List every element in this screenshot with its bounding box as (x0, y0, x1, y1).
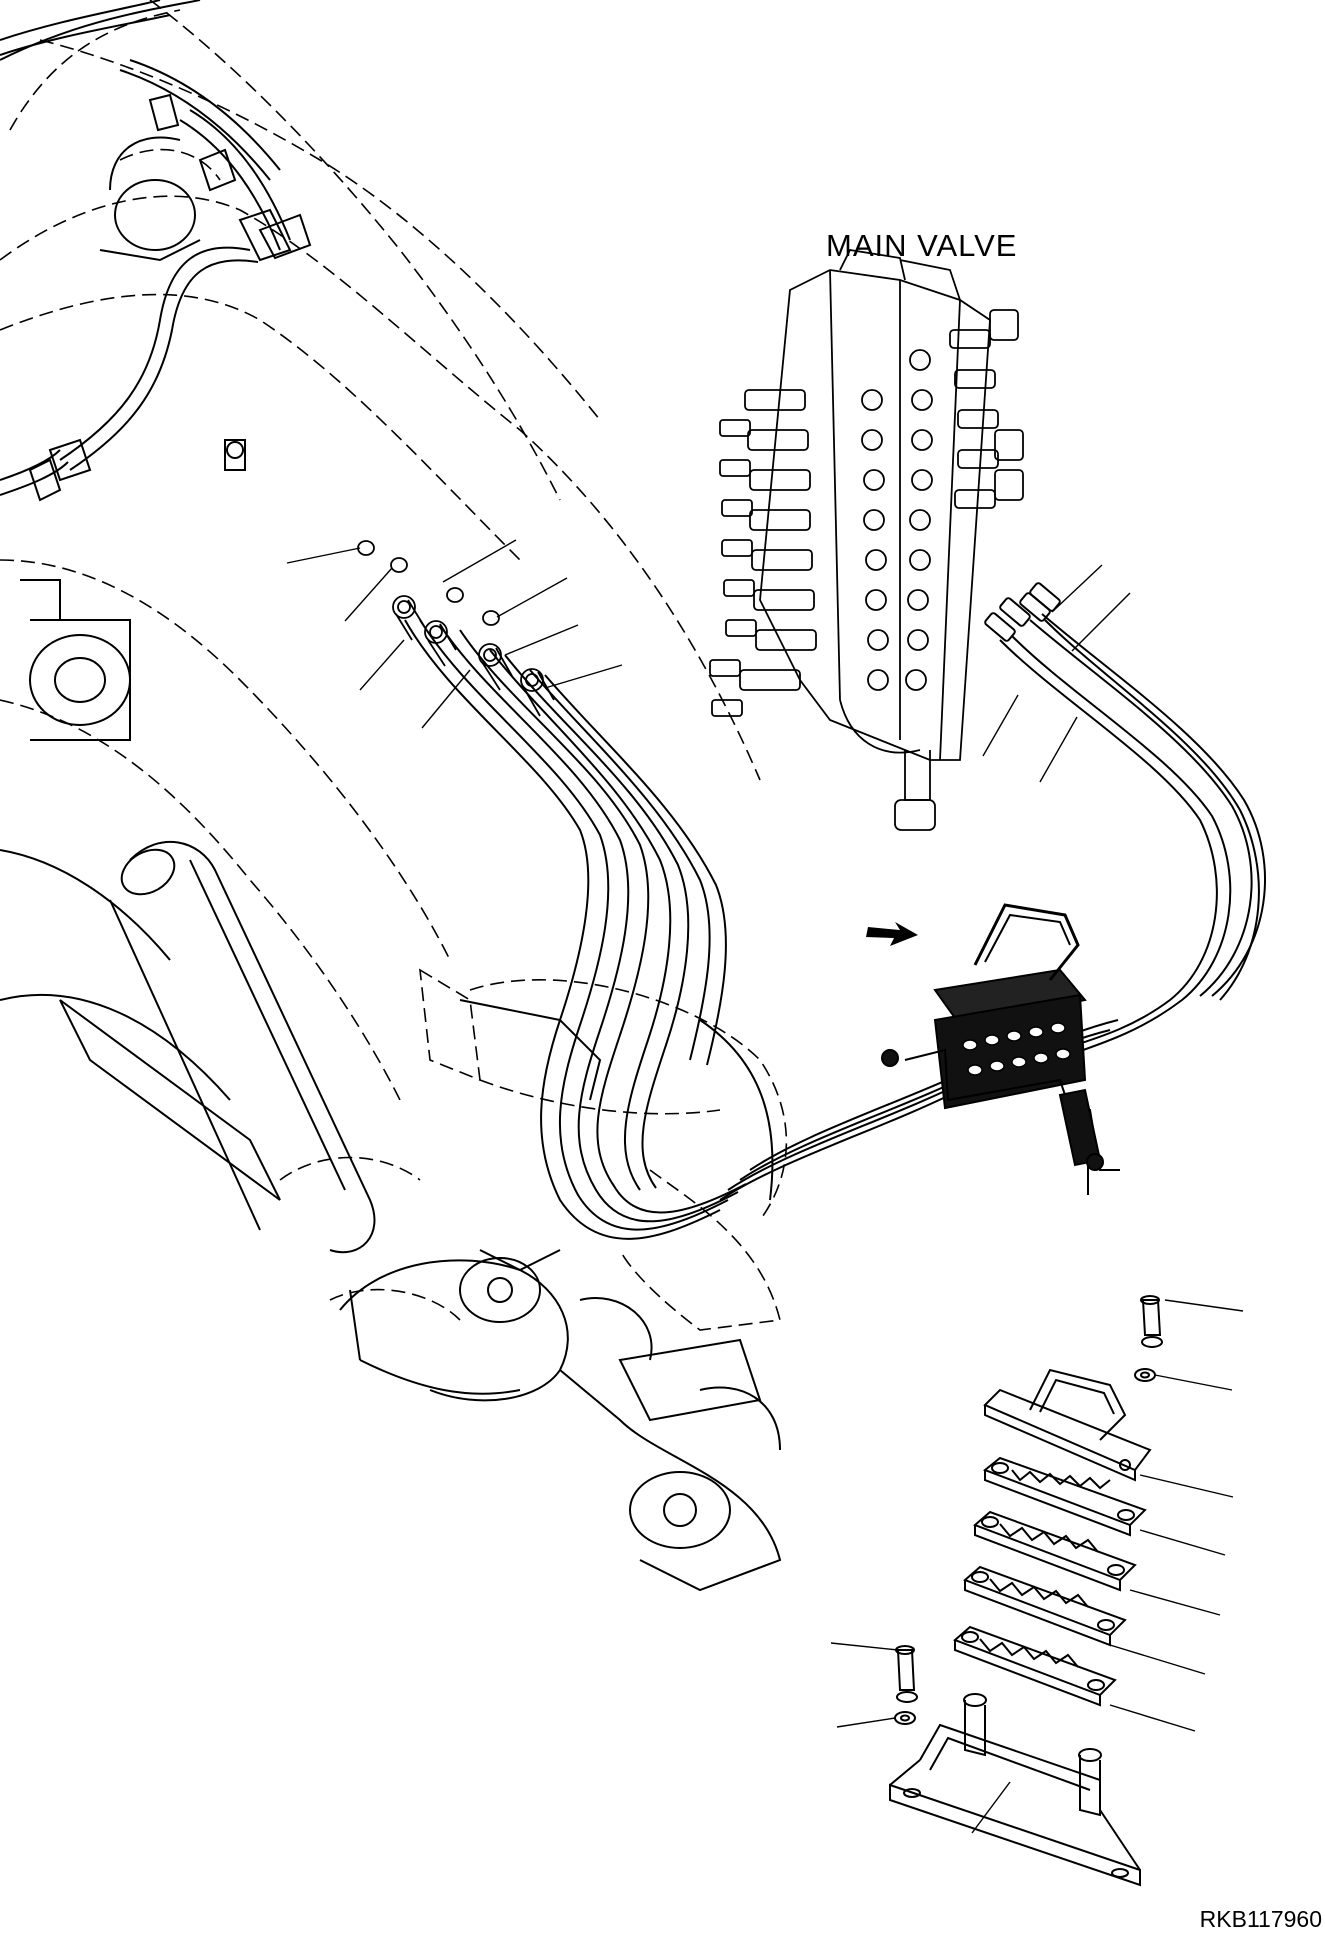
boom-frame-solid (0, 0, 782, 1592)
valve-spool-caps-left (709, 389, 817, 717)
valve-ports-center (861, 349, 933, 691)
hose-fittings-left (392, 595, 555, 717)
o-rings (357, 540, 500, 626)
boom-frame (0, 0, 788, 1331)
clamp-arrow-icon (866, 922, 918, 946)
drawing-code: RKB117960 (1199, 1906, 1322, 1932)
valve-ports-right (949, 309, 1024, 509)
clamp-assembly-installed (881, 903, 1120, 1195)
main-valve (709, 249, 1024, 831)
upper-hose-bundle (0, 0, 312, 502)
main-valve-label: MAIN VALVE (826, 228, 1018, 263)
leader-lines (286, 539, 1244, 1834)
